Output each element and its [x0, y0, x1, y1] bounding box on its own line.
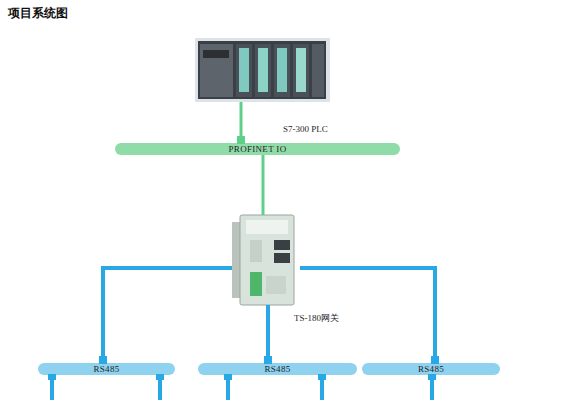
junction-square	[224, 374, 232, 380]
io-module	[255, 44, 271, 97]
junction-square	[48, 374, 56, 380]
bus-band: RS485	[362, 363, 500, 375]
ethernet-port	[274, 253, 290, 263]
module-detail	[203, 50, 229, 58]
photo-background	[195, 38, 330, 102]
io-module	[274, 44, 290, 97]
device-label: S7-300 PLC	[283, 124, 328, 135]
device-label: TS-180网关	[294, 313, 339, 324]
io-module	[312, 44, 324, 97]
band-label: RS485	[93, 364, 119, 374]
led-panel	[250, 240, 262, 262]
plc-unit: S7-300 PLC	[195, 38, 330, 102]
module-front	[296, 48, 306, 92]
power-module	[200, 44, 233, 97]
gateway-body	[240, 215, 294, 305]
bus-band: RS485	[38, 363, 175, 375]
band-label: RS485	[264, 364, 290, 374]
bus-drops	[52, 375, 432, 400]
diagram-title: 项目系统图	[8, 5, 68, 22]
band-label: RS485	[418, 364, 444, 374]
band-label: PROFINET IO	[229, 144, 287, 154]
bus-connector	[103, 268, 232, 363]
bus-connector	[266, 305, 270, 363]
plc-illustration	[195, 38, 330, 102]
junction-square	[237, 136, 245, 144]
cpu-module	[236, 44, 252, 97]
gateway-illustration	[232, 215, 294, 305]
terminal-block	[250, 272, 262, 296]
rack-frame	[198, 41, 326, 99]
junction-square	[99, 356, 107, 364]
bus-connector	[262, 155, 265, 215]
io-module	[293, 44, 309, 97]
terminal-cover	[266, 276, 286, 294]
junction-square	[428, 374, 436, 380]
module-front	[239, 48, 249, 92]
label-area	[246, 220, 288, 234]
ethernet-port	[274, 240, 290, 250]
junction-square	[318, 374, 326, 380]
bus-band: PROFINET IO	[115, 143, 400, 155]
module-front	[258, 48, 268, 92]
junction-square	[431, 356, 439, 364]
gateway-unit: TS-180网关	[232, 215, 300, 305]
module-front	[277, 48, 287, 92]
junction-square	[264, 356, 272, 364]
junction-square	[156, 374, 164, 380]
bus-band: RS485	[198, 363, 357, 375]
